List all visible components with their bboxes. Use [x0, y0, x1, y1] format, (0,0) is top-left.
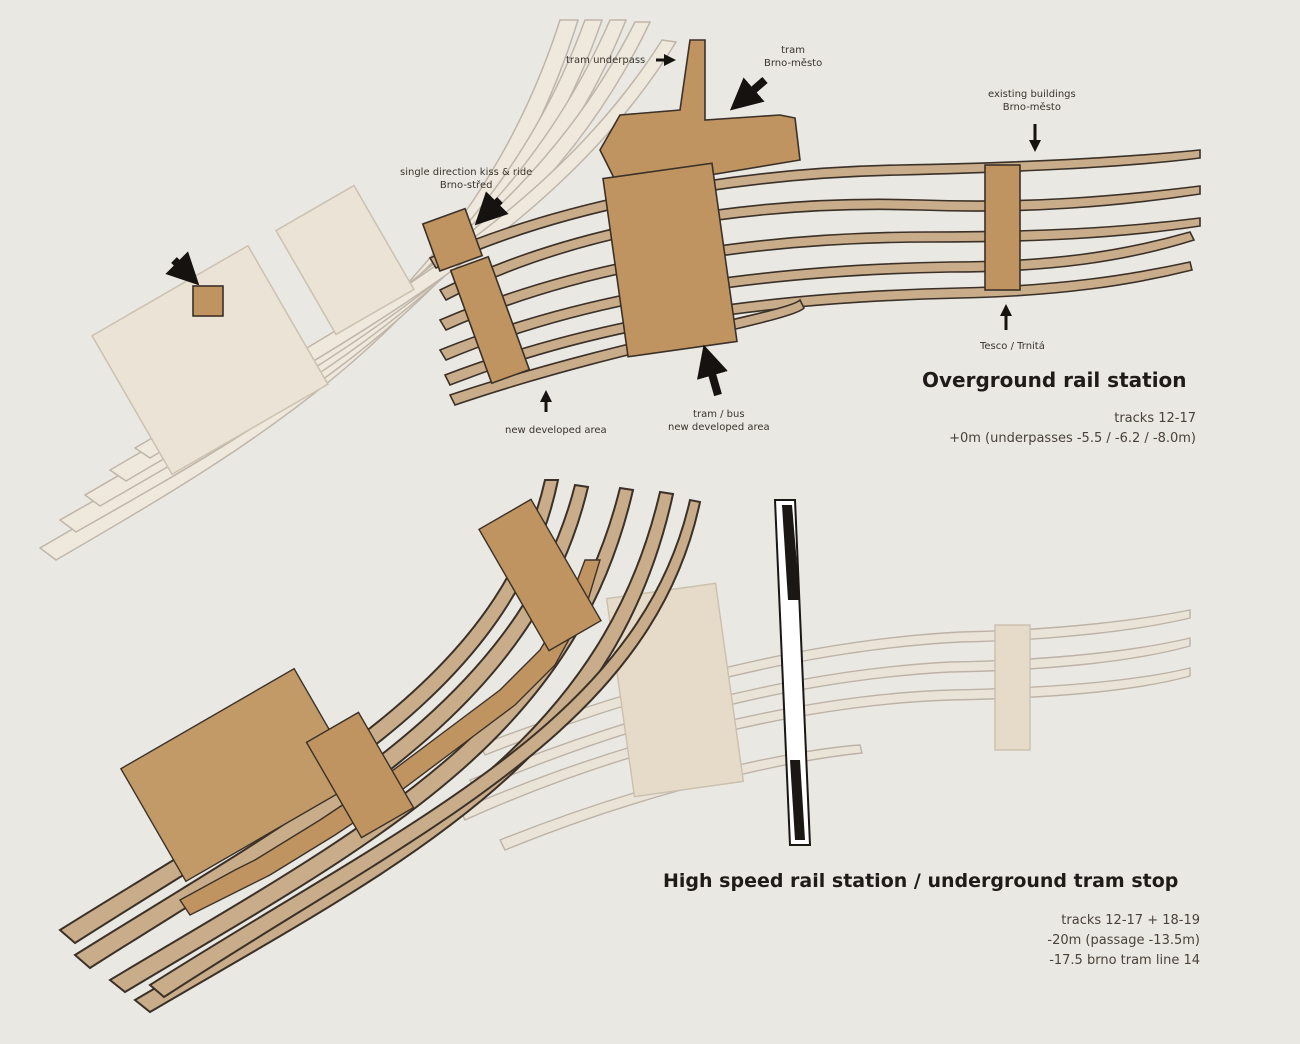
- label-existing-line1: existing buildings: [988, 89, 1076, 100]
- label-kiss-and-ride: single direction kiss & ride Brno-střed: [400, 166, 532, 192]
- label-tram-brno-mesto: tram Brno-město: [764, 44, 822, 70]
- high-speed-title: High speed rail station / underground tr…: [663, 870, 1179, 892]
- high-speed-tram-text: -17.5 brno tram line 14: [1049, 953, 1200, 968]
- arrow-icon: [165, 76, 768, 397]
- label-kiss-line1: single direction kiss & ride: [400, 167, 533, 178]
- label-existing-buildings: existing buildings Brno-město: [988, 88, 1076, 114]
- overground-levels-text: +0m (underpasses -5.5 / -6.2 / -8.0m): [949, 431, 1196, 446]
- arrow-icon: [540, 54, 1041, 412]
- label-tram-line2: Brno-město: [764, 58, 823, 69]
- ghost-hs-tracks-upper: [38, 19, 678, 561]
- overground-title: Overground rail station: [922, 368, 1187, 392]
- label-existing-line2: Brno-město: [1002, 102, 1061, 113]
- label-tesco-trnita: Tesco / Trnitá: [980, 341, 1045, 352]
- high-speed-tracks: [58, 479, 702, 1014]
- overground-tracks-text: tracks 12-17: [1114, 411, 1196, 426]
- hs-platform-spine: [119, 498, 602, 916]
- label-tram-bus: tram / bus new developed area: [668, 408, 770, 434]
- label-kiss-line2: Brno-střed: [439, 180, 493, 191]
- label-tram-bus-line1: tram / bus: [693, 409, 745, 420]
- overground-buildings: [192, 39, 1021, 385]
- label-tram-bus-line2: new developed area: [668, 422, 770, 433]
- label-new-developed-area: new developed area: [505, 425, 607, 436]
- label-tram-line1: tram: [781, 45, 806, 56]
- label-tram-underpass: tram underpass: [566, 55, 646, 66]
- high-speed-depth-text: -20m (passage -13.5m): [1047, 933, 1200, 948]
- high-speed-tracks-text: tracks 12-17 + 18-19: [1061, 913, 1200, 928]
- tram-tunnel: [773, 499, 812, 846]
